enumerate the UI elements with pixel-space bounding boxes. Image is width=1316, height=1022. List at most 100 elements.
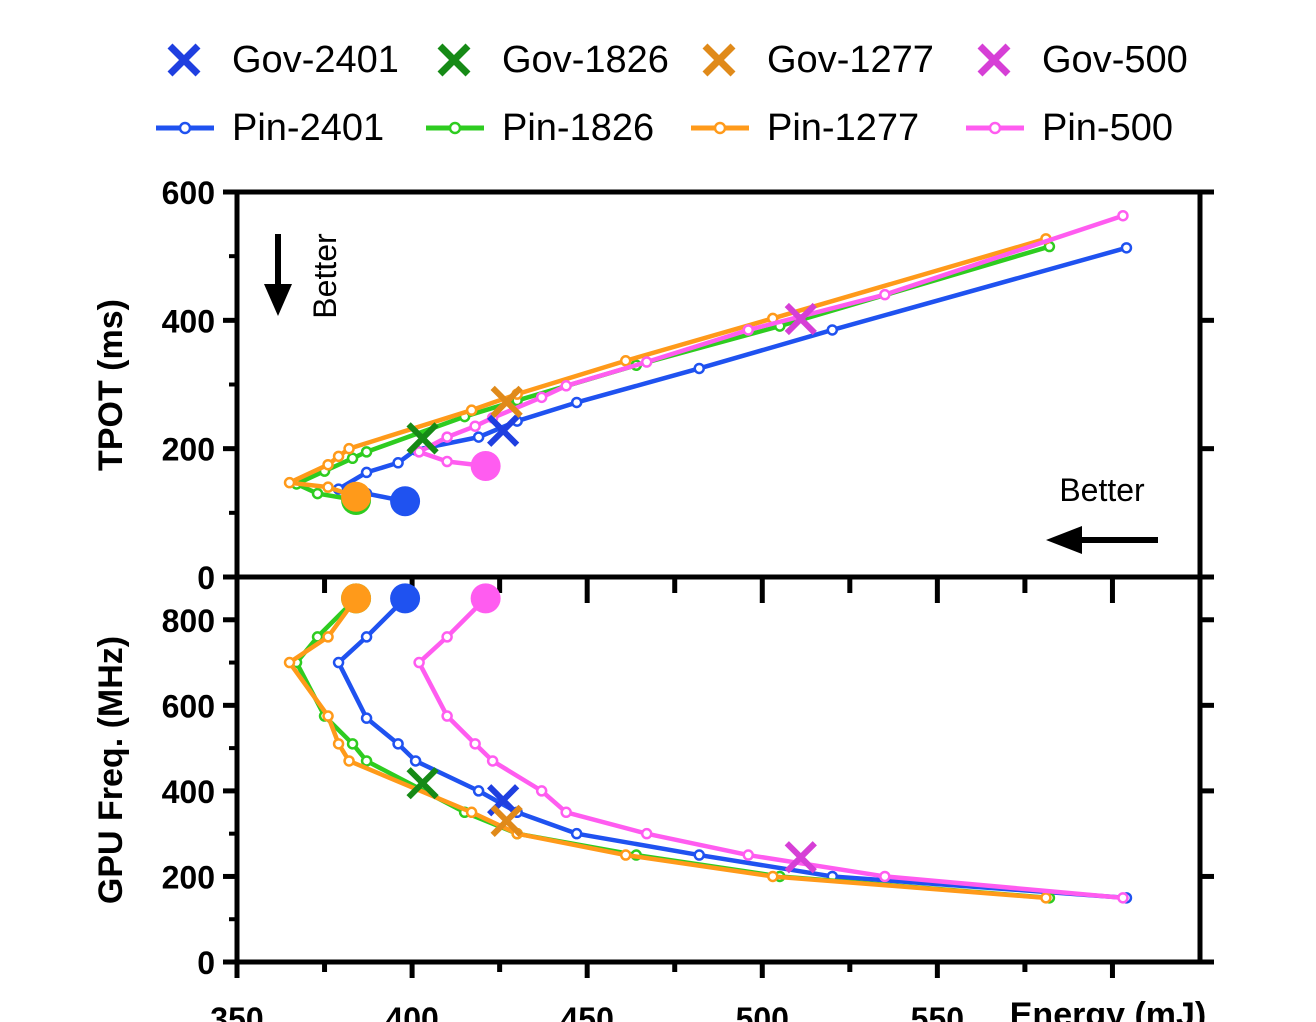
plot-frame [234,574,1203,965]
gov-cross-marker [490,804,523,837]
series-line-pin-2401 [336,596,1127,901]
cross-marker-icon [150,38,220,82]
data-point [640,827,653,840]
data-point [465,806,478,819]
series-line-pin-1826 [294,244,1051,503]
data-point [311,487,324,500]
y-tick-label: 400 [162,774,215,810]
data-point [693,849,705,861]
data-point [360,712,373,724]
y-axis-label: TPOT (ms) [92,299,130,471]
gov-cross-marker [487,414,520,447]
data-point [360,466,373,479]
better-label-horizontal: Better [1059,472,1145,508]
series-line-pin-500 [416,213,1124,469]
x-tick-label: 550 [911,1001,964,1022]
legend-label: Pin-1826 [502,106,655,149]
y-tick-label: 600 [162,175,215,211]
x-axis-label: Energy (mJ) [1010,996,1207,1022]
gov-cross-marker [490,385,523,418]
x-tick-label: 350 [210,1001,263,1022]
data-point [879,870,891,883]
gov-cross-marker [406,422,439,455]
data-point [469,420,481,432]
data-point [619,355,632,367]
x-tick-label: 400 [385,1001,438,1022]
data-point [1117,209,1129,222]
data-point [1040,892,1052,904]
down-arrow-icon [264,284,292,316]
legend-item-gov-1826: Gov-1826 [420,38,669,82]
data-point [322,458,334,471]
data-point [360,446,373,458]
endpoint-dot [470,583,501,614]
data-point [332,738,345,750]
data-point [441,431,453,443]
data-point [360,755,373,767]
y-axis-label: GPU Freq. (MHz) [92,636,130,904]
data-point [742,849,755,861]
gov-cross-marker [784,302,817,336]
legend-label: Pin-1277 [767,106,920,149]
data-point [535,391,548,404]
y-tick-label: 0 [197,945,215,981]
data-point [413,656,425,669]
left-arrow-icon [1046,526,1082,554]
data-point [472,431,485,443]
legend-item-gov-1277: Gov-1277 [685,38,934,82]
data-point [392,457,404,469]
cross-marker-icon [420,38,490,82]
legend-item-pin-1277: Pin-1277 [685,106,919,150]
data-point [343,755,355,767]
data-point [332,656,345,669]
data-point [693,362,705,375]
y-tick-label: 600 [162,688,215,724]
data-point [441,631,453,643]
data-point [469,738,481,750]
y-tick-label: 800 [162,603,215,639]
line-marker-icon [960,106,1030,150]
cross-marker-icon [685,38,755,82]
legend: Gov-2401 Gov-1826 Gov-1277 Gov-500 Pin-2… [150,38,1250,158]
line-marker-icon [150,106,220,150]
legend-item-pin-1826: Pin-1826 [420,106,654,150]
endpoint-dot [470,450,501,481]
endpoint-dot [341,583,372,614]
data-point [486,755,499,767]
better-label-vertical: Better [307,233,343,319]
data-point [413,446,425,458]
data-point [322,481,334,493]
data-point [332,450,345,463]
line-marker-icon [685,106,755,150]
data-point [619,849,632,861]
data-point [472,785,485,797]
y-tick-label: 200 [162,432,215,468]
data-point [392,738,404,750]
data-point [560,380,572,392]
data-point [742,324,755,336]
legend-item-pin-500: Pin-500 [960,106,1173,150]
data-point [465,404,478,416]
data-point [346,452,359,465]
legend-label: Pin-500 [1042,106,1173,149]
series-line-pin-500 [416,596,1124,901]
x-tick-label: 450 [560,1001,613,1022]
y-tick-label: 0 [197,560,215,596]
data-point [826,324,839,336]
legend-item-gov-500: Gov-500 [960,38,1188,82]
data-point [283,476,296,489]
legend-item-pin-2401: Pin-2401 [150,106,384,150]
data-point [409,755,422,767]
cross-marker-icon [960,38,1030,82]
data-point [360,631,373,643]
endpoint-dot [390,583,421,614]
gov-cross-marker [784,841,817,874]
legend-label: Gov-2401 [232,38,399,81]
endpoint-dot [390,486,421,517]
data-point [1120,242,1133,254]
plot-frame [234,189,1203,580]
legend-label: Gov-1277 [767,38,934,81]
